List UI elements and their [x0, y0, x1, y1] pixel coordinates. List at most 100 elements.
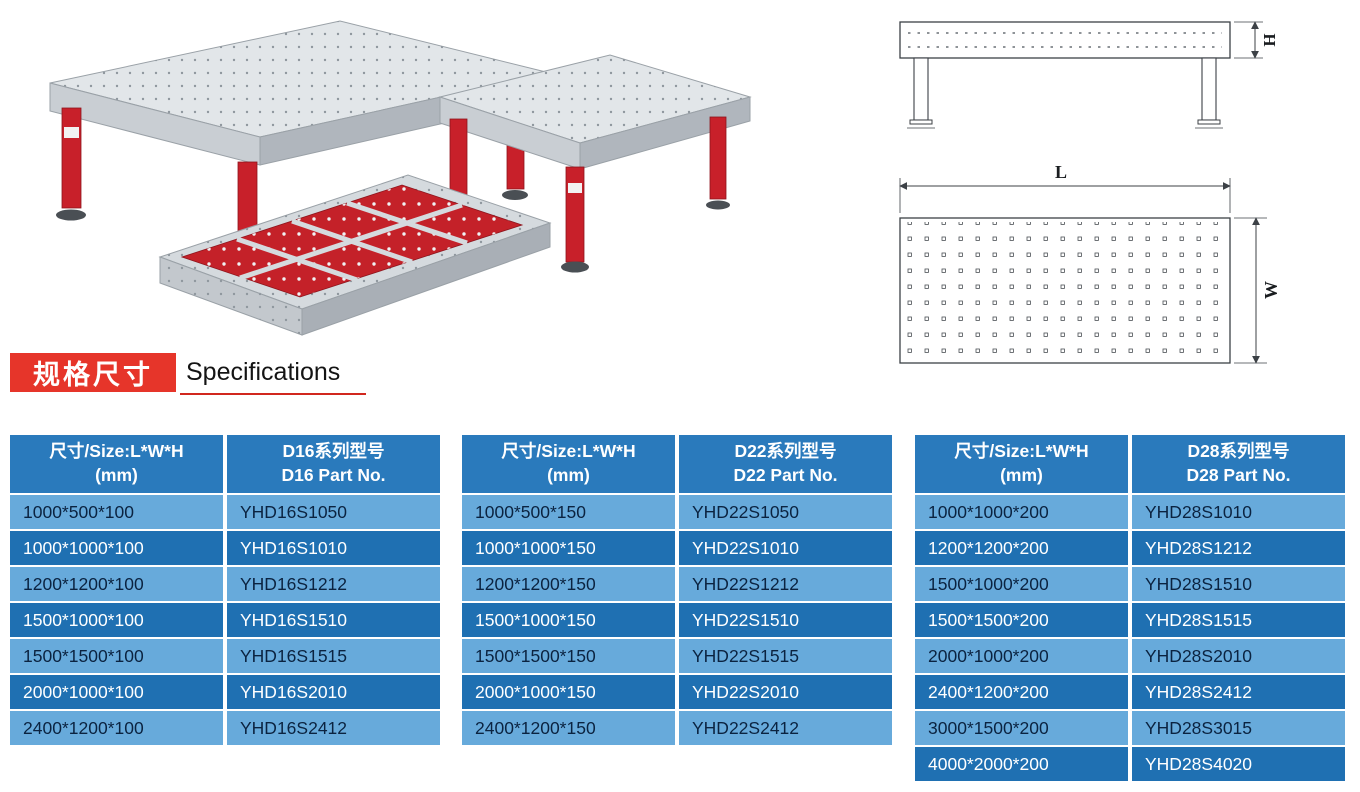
side-view-drawing: H: [899, 21, 1279, 129]
size-cell: 1200*1200*200: [915, 531, 1128, 565]
dimension-label-l: L: [1055, 162, 1067, 182]
size-cell: 1000*500*100: [10, 495, 223, 529]
part-no-cell: YHD22S1510: [679, 603, 892, 637]
part-no-cell: YHD22S1050: [679, 495, 892, 529]
size-header-line2: (mm): [1000, 465, 1043, 485]
spec-table-d16: 尺寸/Size:L*W*H (mm) D16系列型号 D16 Part No. …: [10, 435, 440, 745]
size-cell: 2000*1000*200: [915, 639, 1128, 673]
series-header-line2: D16 Part No.: [281, 465, 386, 485]
part-no-cell: YHD16S2412: [227, 711, 440, 745]
length-dimension: L: [899, 162, 1231, 213]
size-header: 尺寸/Size:L*W*H (mm): [462, 435, 675, 493]
part-no-cell: YHD22S2412: [679, 711, 892, 745]
size-cell: 1000*1000*200: [915, 495, 1128, 529]
size-cell: 1500*1000*150: [462, 603, 675, 637]
size-cell: 1000*1000*150: [462, 531, 675, 565]
size-header-line1: 尺寸/Size:L*W*H: [501, 441, 636, 462]
size-header: 尺寸/Size:L*W*H (mm): [10, 435, 223, 493]
product-photos: [49, 20, 752, 336]
part-no-cell: YHD28S1515: [1132, 603, 1345, 637]
part-no-cell: YHD22S1515: [679, 639, 892, 673]
part-no-cell: YHD28S2412: [1132, 675, 1345, 709]
series-header: D28系列型号 D28 Part No.: [1132, 435, 1345, 493]
spec-table-d28: 尺寸/Size:L*W*H (mm) D28系列型号 D28 Part No. …: [915, 435, 1345, 781]
section-title-underline: [180, 393, 366, 395]
part-no-cell: YHD16S1510: [227, 603, 440, 637]
part-no-cell: YHD16S1212: [227, 567, 440, 601]
size-cell: 1200*1200*150: [462, 567, 675, 601]
size-cell: 1500*1000*100: [10, 603, 223, 637]
part-no-cell: YHD22S2010: [679, 675, 892, 709]
part-no-cell: YHD28S2010: [1132, 639, 1345, 673]
size-cell: 4000*2000*200: [915, 747, 1128, 781]
series-header-line1: D22系列型号: [734, 441, 837, 462]
part-no-cell: YHD16S2010: [227, 675, 440, 709]
size-header-line1: 尺寸/Size:L*W*H: [954, 441, 1089, 462]
size-header-line2: (mm): [95, 465, 138, 485]
size-header-line2: (mm): [547, 465, 590, 485]
part-no-cell: YHD22S1212: [679, 567, 892, 601]
table-header: 尺寸/Size:L*W*H (mm) D16系列型号 D16 Part No.: [10, 435, 440, 493]
section-title-banner: 规格尺寸: [10, 353, 176, 392]
part-no-cell: YHD28S1010: [1132, 495, 1345, 529]
size-cell: 2400*1200*200: [915, 675, 1128, 709]
size-header-line1: 尺寸/Size:L*W*H: [49, 441, 184, 462]
part-no-cell: YHD16S1010: [227, 531, 440, 565]
series-header-line2: D28 Part No.: [1186, 465, 1291, 485]
size-cell: 2400*1200*150: [462, 711, 675, 745]
size-cell: 1500*1500*100: [10, 639, 223, 673]
size-cell: 2400*1200*100: [10, 711, 223, 745]
size-cell: 1000*500*150: [462, 495, 675, 529]
dimension-label-h: H: [1260, 33, 1279, 46]
table-header: 尺寸/Size:L*W*H (mm) D22系列型号 D22 Part No.: [462, 435, 892, 493]
size-cell: 3000*1500*200: [915, 711, 1128, 745]
series-header-line2: D22 Part No.: [733, 465, 838, 485]
section-title-en: Specifications: [186, 358, 341, 386]
size-cell: 1000*1000*100: [10, 531, 223, 565]
size-header: 尺寸/Size:L*W*H (mm): [915, 435, 1128, 493]
series-header-line1: D16系列型号: [282, 441, 385, 462]
spec-table-d22: 尺寸/Size:L*W*H (mm) D22系列型号 D22 Part No. …: [462, 435, 892, 745]
part-no-cell: YHD28S3015: [1132, 711, 1345, 745]
dimension-label-w: W: [1261, 281, 1281, 299]
part-no-cell: YHD16S1515: [227, 639, 440, 673]
product-image-square-table: [438, 54, 752, 273]
top-view-drawing: W: [899, 217, 1281, 364]
size-cell: 2000*1000*100: [10, 675, 223, 709]
series-header: D16系列型号 D16 Part No.: [227, 435, 440, 493]
size-cell: 2000*1000*150: [462, 675, 675, 709]
size-cell: 1500*1500*200: [915, 603, 1128, 637]
part-no-cell: YHD16S1050: [227, 495, 440, 529]
part-no-cell: YHD22S1010: [679, 531, 892, 565]
size-cell: 1200*1200*100: [10, 567, 223, 601]
product-image-grid-tray: [158, 174, 552, 336]
part-no-cell: YHD28S4020: [1132, 747, 1345, 781]
size-cell: 1500*1500*150: [462, 639, 675, 673]
size-cell: 1500*1000*200: [915, 567, 1128, 601]
